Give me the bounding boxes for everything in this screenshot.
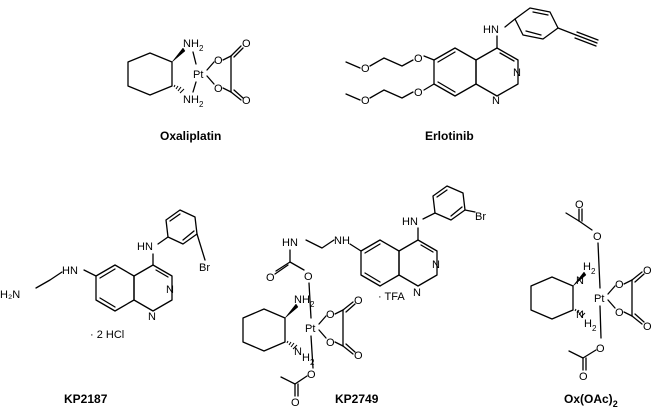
atom-label: N [576, 275, 584, 287]
atom-label: N [294, 346, 302, 358]
atom-label: N [492, 95, 500, 107]
atom-label: O [326, 309, 335, 321]
atom-subscript: 2 [591, 267, 596, 276]
atom-label: H [62, 265, 70, 277]
kp2749-structure: N N HN Br N H HN O O N H [242, 185, 486, 409]
oxaliplatin-structure: N H 2 N H 2 Pt O O O O Oxaliplatin [127, 38, 251, 143]
atom-label: H [191, 38, 199, 50]
atom-label: N [70, 265, 78, 277]
atom-label: N [148, 311, 156, 323]
erlotinib-structure: N N HN O O O O Erlotinib [345, 7, 599, 143]
atom-label: O [643, 265, 652, 277]
atom-label: O [242, 38, 251, 50]
atom-subscript: 2 [310, 300, 315, 309]
atom-label: H [342, 235, 350, 247]
atom-label: HN [137, 241, 153, 253]
salt-label: · 2 HCl [90, 329, 124, 341]
atom-label: O [266, 272, 275, 284]
atom-label: H [302, 294, 310, 306]
compound-name-kp2187: KP2187 [64, 392, 108, 406]
atom-label: N [334, 235, 342, 247]
compound-name-erlotinib: Erlotinib [425, 129, 474, 143]
atom-label: H [584, 318, 592, 330]
atom-label: O [643, 321, 652, 333]
atom-label: Pt [305, 323, 315, 335]
atom-label: O [291, 397, 300, 409]
atom-subscript: 2 [199, 100, 204, 109]
atom-label: O [575, 199, 584, 211]
atom-label: H [583, 261, 591, 273]
atom-label: N [432, 259, 440, 271]
atom-label: Br [475, 211, 486, 223]
atom-label: Pt [193, 69, 203, 81]
compound-name-oxoac: Ox(OAc)2 [564, 392, 618, 409]
atom-label: O [361, 95, 370, 107]
atom-label: H [302, 352, 310, 364]
atom-label: O [304, 271, 313, 283]
atom-label: O [326, 337, 335, 349]
atom-label: H₂N [0, 289, 20, 301]
atom-label: Br [199, 262, 210, 274]
atom-label: N [576, 309, 584, 321]
atom-label: O [615, 279, 624, 291]
atom-subscript: 2 [199, 44, 204, 53]
atom-label: Pt [594, 293, 604, 305]
compound-name-oxaliplatin: Oxaliplatin [160, 129, 221, 143]
atom-label: O [361, 63, 370, 75]
atom-label: O [414, 87, 423, 99]
atom-label: N [183, 94, 191, 106]
atom-label: O [214, 55, 223, 67]
salt-label: · TFA [378, 291, 405, 303]
compound-name-kp2749: KP2749 [335, 392, 379, 406]
oxoac-structure: O O H 2 N N H 2 Pt O O O O O [530, 199, 652, 409]
atom-label: O [242, 95, 251, 107]
atom-label: N [513, 67, 521, 79]
atom-label: N [166, 284, 174, 296]
kp2187-structure: N N HN Br H N H₂N · 2 HCl KP2187 [0, 209, 210, 406]
atom-label: N [413, 287, 421, 299]
atom-label: O [354, 295, 363, 307]
atom-label: HN [483, 24, 499, 36]
atom-label: O [593, 231, 602, 243]
atom-label: HN [402, 216, 418, 228]
atom-label: O [214, 83, 223, 95]
atom-label: H [191, 94, 199, 106]
atom-label: O [615, 307, 624, 319]
atom-label: O [354, 350, 363, 362]
atom-subscript: 2 [592, 324, 597, 333]
atom-label: O [596, 343, 605, 355]
atom-label: N [294, 294, 302, 306]
atom-label: O [307, 369, 316, 381]
atom-label: N [183, 38, 191, 50]
atom-label: HN [282, 237, 298, 249]
atom-label: O [414, 53, 423, 65]
atom-label: O [579, 371, 588, 383]
